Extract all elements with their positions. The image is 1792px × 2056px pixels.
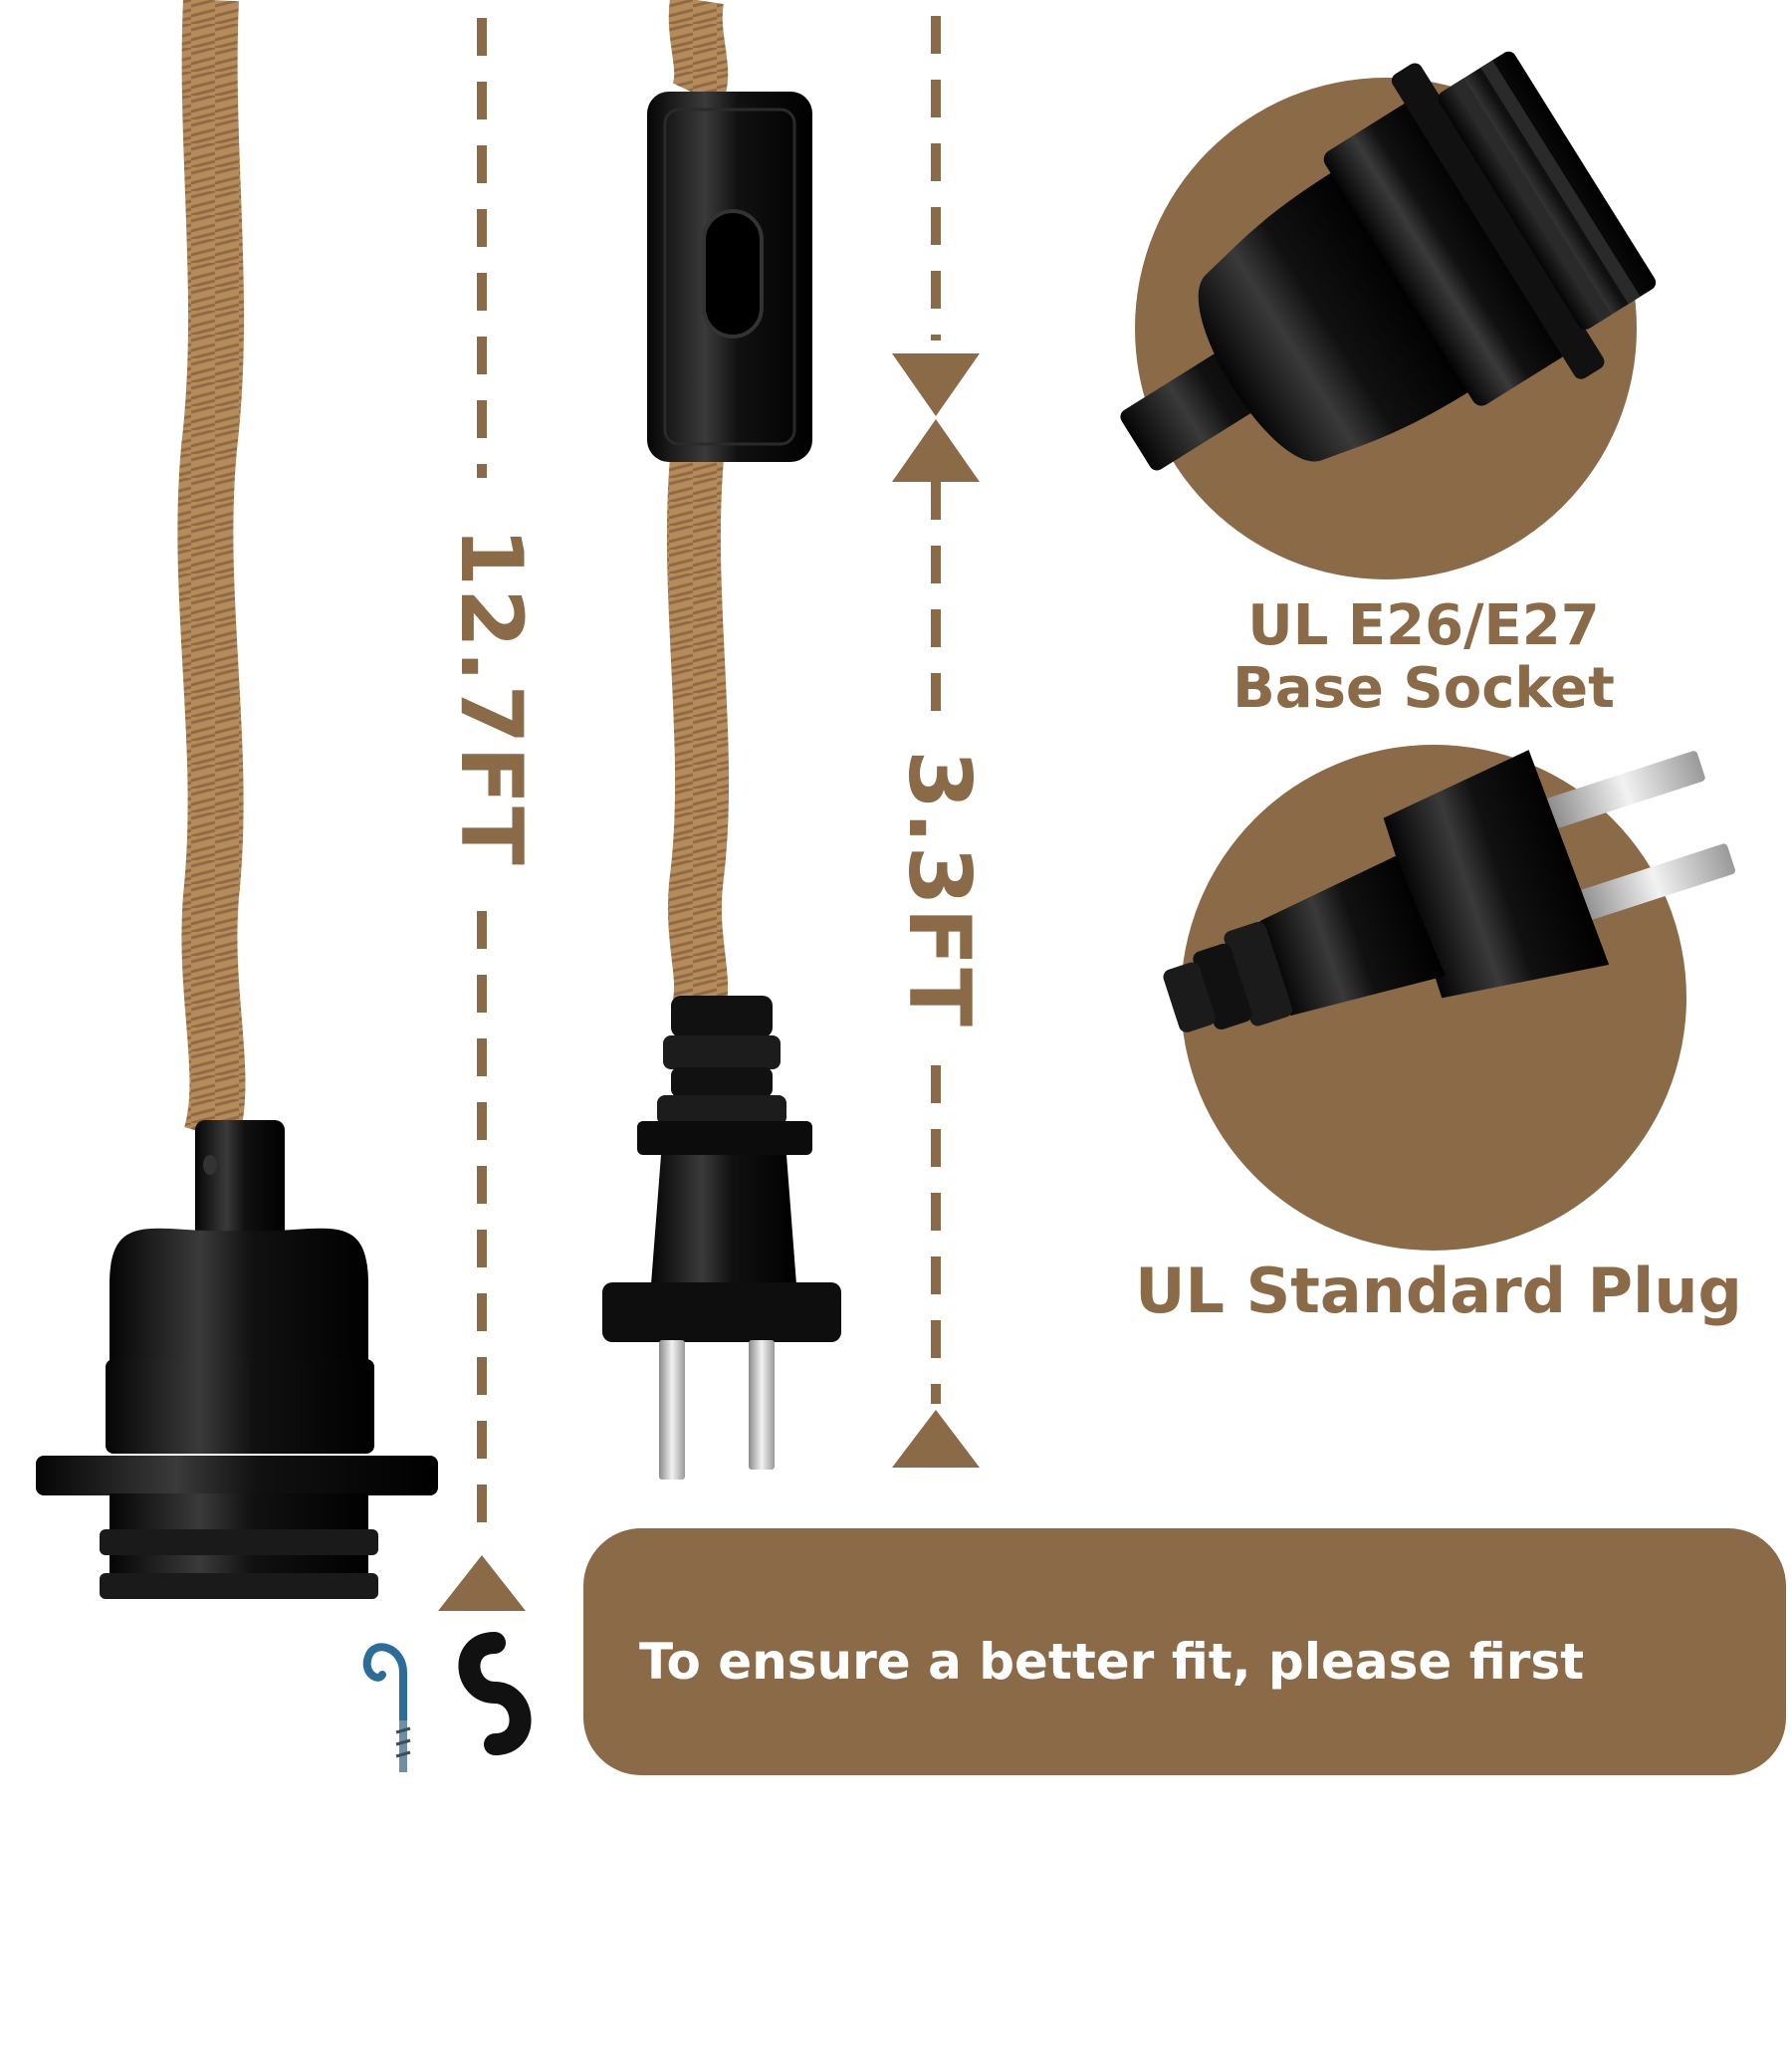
ceiling-hook-icon xyxy=(362,1643,411,1772)
arrow-up-icon xyxy=(892,419,980,482)
plug-prong-left xyxy=(659,1340,685,1480)
rocker-button-icon xyxy=(702,209,764,339)
fit-note-line3: lampshade is 1.65 inches in diameter. xyxy=(639,1920,1701,1977)
socket-caption: UL E26/E27 Base Socket xyxy=(1185,593,1663,721)
socket-caption-line2: Base Socket xyxy=(1232,655,1615,721)
socket-caption-line1: UL E26/E27 xyxy=(1247,593,1600,658)
rope-cord-left xyxy=(177,0,246,1144)
socket-callout xyxy=(1120,51,1657,579)
lamp-socket-icon xyxy=(1120,51,1657,471)
s-hook-icon xyxy=(458,1632,532,1755)
rope-cord-middle xyxy=(666,0,730,1013)
fit-note-line2: check that the center hole of your xyxy=(639,1776,1598,1834)
switch-to-plug-length-label: 3.3FT xyxy=(889,750,989,1028)
arrow-down-icon xyxy=(892,353,980,416)
plug-prong-right xyxy=(749,1340,775,1470)
fit-note-line1: To ensure a better fit, please first xyxy=(639,1633,1585,1691)
arrow-up-icon xyxy=(438,1555,526,1611)
plug-caption: UL Standard Plug xyxy=(1135,1255,1742,1327)
plug-callout xyxy=(1163,745,1735,1251)
inline-switch xyxy=(647,92,812,462)
two-prong-plug-icon xyxy=(1163,750,1735,1032)
dimension-line-total xyxy=(438,18,526,1611)
total-length-label: 12.7FT xyxy=(441,527,541,867)
lamp-socket-left xyxy=(36,1120,438,1599)
fit-note-text: To ensure a better fit, please first che… xyxy=(639,1554,1756,2056)
arrow-up-icon xyxy=(892,1410,980,1468)
plug-middle xyxy=(602,996,841,1480)
fit-note-box: To ensure a better fit, please first che… xyxy=(583,1528,1786,1977)
dimension-line-switch-to-plug xyxy=(892,16,980,1468)
product-illustration xyxy=(36,0,1735,1772)
